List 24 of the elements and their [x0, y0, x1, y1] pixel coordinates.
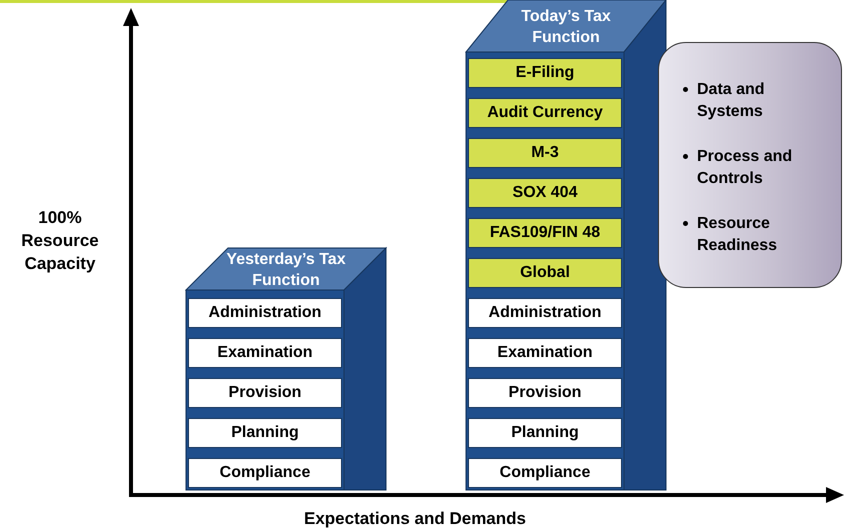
- axis-label: 100% Resource Capacity: [20, 207, 100, 275]
- layer-box: Compliance: [468, 458, 622, 488]
- layer-box: Administration: [188, 298, 342, 328]
- layer-box: Examination: [188, 338, 342, 368]
- rounded-panel: [658, 42, 842, 288]
- column-title: Today’s Tax Function: [520, 7, 612, 48]
- bullet-text: Process and Controls: [697, 147, 794, 189]
- layer-box: Administration: [468, 298, 622, 328]
- layer-box: Provision: [468, 378, 622, 408]
- layer-box: M-3: [468, 138, 622, 168]
- layer-box: Provision: [188, 378, 342, 408]
- layer-box: Compliance: [188, 458, 342, 488]
- layer-box: E-Filing: [468, 58, 622, 88]
- layer-box: Audit Currency: [468, 98, 622, 128]
- bullet-text: Data and Systems: [697, 80, 766, 122]
- axis-label: Expectations and Demands: [302, 508, 527, 530]
- layer-box: Global: [468, 258, 622, 288]
- layer-box: FAS109/FIN 48: [468, 218, 622, 248]
- layer-box: Examination: [468, 338, 622, 368]
- bullet-text: Resource Readiness: [697, 214, 778, 256]
- layer-box: Planning: [188, 418, 342, 448]
- layer-box: SOX 404: [468, 178, 622, 208]
- column-title: Yesterday’s Tax Function: [225, 250, 347, 291]
- layer-box: Planning: [468, 418, 622, 448]
